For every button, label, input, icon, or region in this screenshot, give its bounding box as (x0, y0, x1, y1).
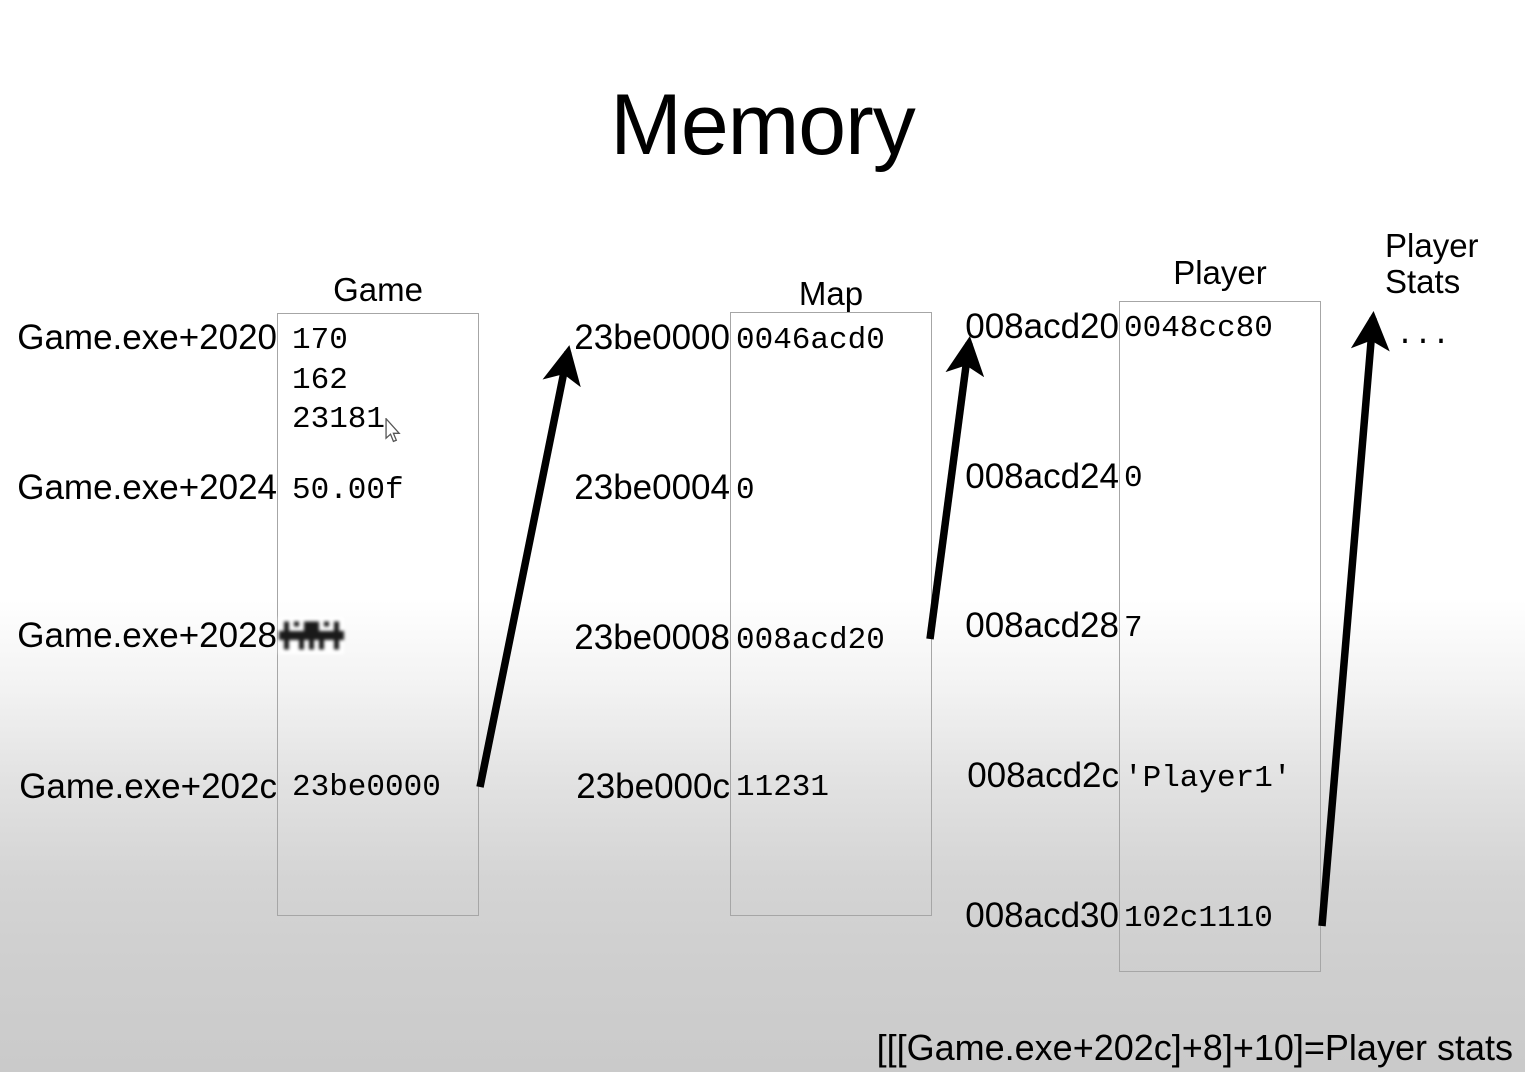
pixelated-sprite-icon (279, 617, 344, 654)
value-map-0004: 0 (736, 473, 755, 508)
address-label-player-acd28: 008acd28 (965, 606, 1119, 645)
address-label-map-0000: 23be0000 (574, 318, 730, 357)
address-label-player-acd20: 008acd20 (965, 307, 1119, 346)
arrow-player-to-player-stats (1318, 311, 1390, 927)
value-game-row3: 23181 (292, 402, 386, 437)
value-player-acd28: 7 (1124, 611, 1143, 646)
value-player-acd24: 0 (1124, 461, 1143, 496)
value-map-0000: 0046acd0 (736, 323, 885, 358)
value-map-0008: 008acd20 (736, 623, 885, 658)
address-label-player-acd2c: 008acd2c (967, 756, 1119, 795)
value-player-stats-ellipsis: ... (1396, 319, 1451, 353)
value-game-2020: 170 (292, 323, 348, 358)
address-label-game-2024: Game.exe+2024 (17, 468, 277, 507)
column-heading-player: Player (1173, 254, 1267, 291)
column-heading-map: Map (798, 275, 864, 312)
column-heading-player-stats: Player Stats (1385, 227, 1479, 300)
address-label-player-acd24: 008acd24 (965, 457, 1119, 496)
address-label-player-acd30: 008acd30 (965, 896, 1119, 935)
page-title: Memory (610, 77, 916, 173)
memory-box-player (1119, 301, 1321, 972)
arrow-game-to-map (476, 345, 581, 788)
value-player-acd30: 102c1110 (1124, 901, 1273, 936)
address-label-game-202c: Game.exe+202c (19, 767, 277, 806)
footer-formula: [[[Game.exe+202c]+8]+10]=Player stats (876, 1027, 1513, 1068)
value-player-acd20: 0048cc80 (1124, 311, 1273, 346)
address-label-map-000c: 23be000c (576, 767, 730, 806)
mouse-cursor-icon (385, 418, 401, 443)
value-game-202c: 23be0000 (292, 770, 441, 805)
address-label-map-0008: 23be0008 (574, 618, 730, 657)
value-game-row2: 162 (292, 363, 348, 398)
address-label-game-2020: Game.exe+2020 (17, 318, 277, 357)
address-label-game-2028: Game.exe+2028 (17, 616, 277, 655)
value-player-acd2c: 'Player1' (1124, 761, 1292, 796)
address-label-map-0004: 23be0004 (574, 468, 730, 507)
value-game-2024: 50.00f (292, 473, 404, 508)
value-map-000c: 11231 (736, 770, 830, 805)
column-heading-game: Game (333, 271, 423, 308)
